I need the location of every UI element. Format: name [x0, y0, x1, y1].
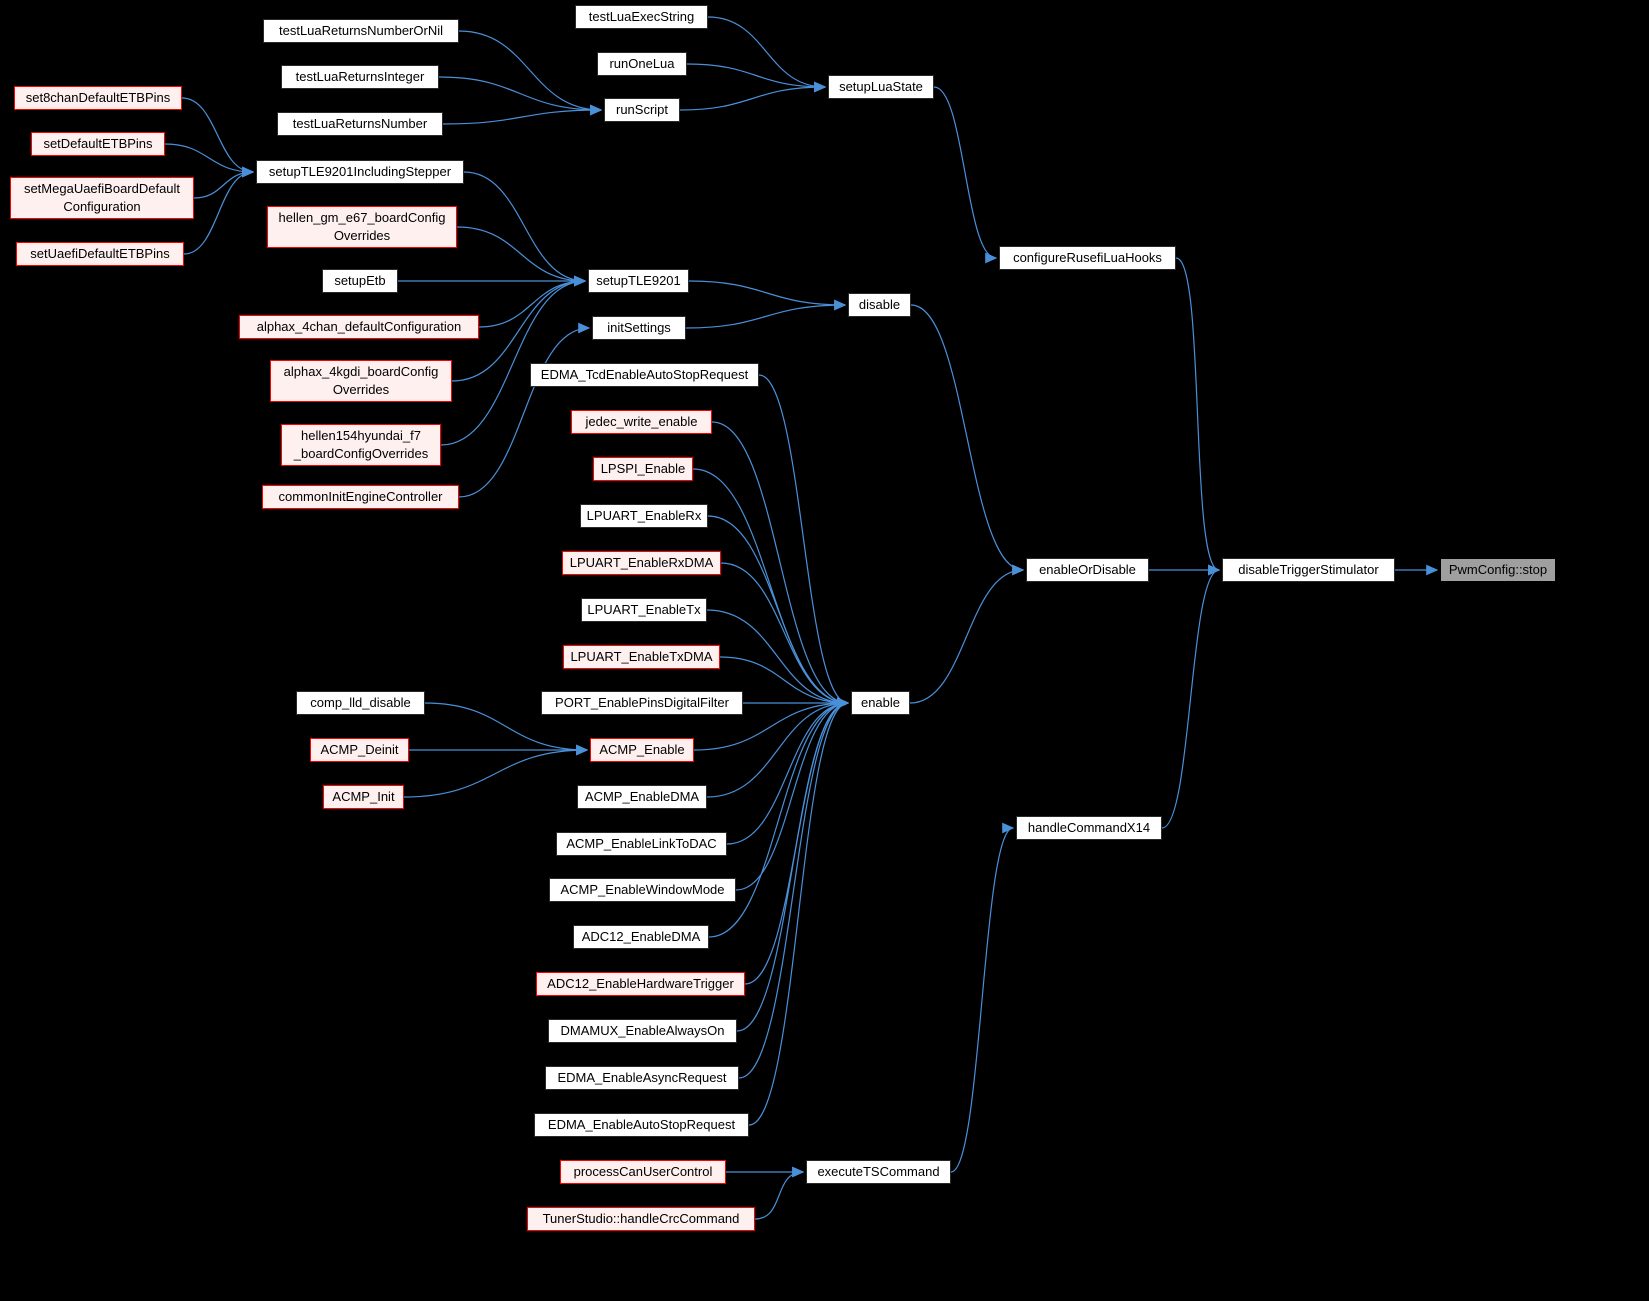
edge-ACMP_Enable-to-enable [693, 697, 850, 751]
node-commonInitEngineController[interactable]: commonInitEngineController [262, 485, 459, 509]
edge-EDMA_EnableAsyncRequest-to-enable [738, 697, 850, 1079]
node-comp_lld_disable[interactable]: comp_lld_disable [296, 691, 425, 715]
edge-setupLuaState-to-configureRusefiLuaHooks [933, 86, 998, 264]
edge-comp_lld_disable-to-ACMP_Enable [424, 702, 589, 756]
edge-setupTLE9201IncludingStepper-to-setupTLE9201 [463, 171, 587, 287]
node-processCanUserControl[interactable]: processCanUserControl [560, 1160, 726, 1184]
node-setupLuaState[interactable]: setupLuaState [828, 75, 934, 99]
node-ACMP_EnableDMA[interactable]: ACMP_EnableDMA [577, 785, 707, 809]
edge-setupTLE9201-to-disable [688, 280, 847, 311]
edge-initSettings-to-disable [685, 299, 847, 329]
node-disable[interactable]: disable [848, 293, 911, 317]
edge-LPUART_EnableRx-to-enable [707, 515, 850, 709]
node-setupEtb[interactable]: setupEtb [322, 269, 398, 293]
edge-setUaefiDefaultETBPins-to-setupTLE9201IncludingStepper [183, 166, 255, 255]
edge-LPUART_EnableTx-to-enable [706, 609, 850, 709]
edge-handleCommandX14-to-disableTriggerStimulator [1161, 564, 1221, 829]
edge-set8chanDefaultETBPins-to-setupTLE9201IncludingStepper [181, 97, 255, 178]
node-enableOrDisable[interactable]: enableOrDisable [1026, 558, 1149, 582]
edge-commonInitEngineController-to-initSettings [458, 322, 591, 498]
edge-runOneLua-to-setupLuaState [686, 63, 827, 93]
node-hellen154hyundai_f7_boardConfigOverrides[interactable]: hellen154hyundai_f7 _boardConfigOverride… [281, 424, 441, 466]
node-alphax_4chan_defaultConfiguration[interactable]: alphax_4chan_defaultConfiguration [239, 315, 479, 339]
edge-hellen154hyundai_f7_boardConfigOverrides-to-setupTLE9201 [440, 275, 587, 446]
node-ACMP_Init[interactable]: ACMP_Init [323, 785, 404, 809]
edge-jedec_write_enable-to-enable [711, 421, 850, 709]
node-ACMP_Deinit[interactable]: ACMP_Deinit [310, 738, 409, 762]
edge-setDefaultETBPins-to-setupTLE9201IncludingStepper [164, 143, 255, 178]
node-runScript[interactable]: runScript [604, 98, 680, 122]
node-initSettings[interactable]: initSettings [592, 316, 686, 340]
node-hellen_gm_e67_boardConfigOverrides[interactable]: hellen_gm_e67_boardConfig Overrides [267, 206, 457, 248]
edge-EDMA_EnableAutoStopRequest-to-enable [748, 697, 850, 1126]
edge-testLuaReturnsInteger-to-runScript [438, 76, 603, 116]
node-setupTLE9201IncludingStepper[interactable]: setupTLE9201IncludingStepper [256, 160, 464, 184]
node-enable[interactable]: enable [851, 691, 910, 715]
edge-ACMP_Init-to-ACMP_Enable [403, 744, 589, 798]
node-testLuaReturnsInteger[interactable]: testLuaReturnsInteger [281, 65, 439, 89]
node-setMegaUaefiBoardDefaultConfiguration[interactable]: setMegaUaefiBoardDefault Configuration [10, 177, 194, 219]
edge-EDMA_TcdEnableAutoStopRequest-to-enable [758, 374, 850, 709]
node-executeTSCommand[interactable]: executeTSCommand [806, 1160, 951, 1184]
edge-DMAMUX_EnableAlwaysOn-to-enable [736, 697, 850, 1032]
edge-testLuaReturnsNumberOrNil-to-runScript [458, 30, 603, 116]
edge-alphax_4chan_defaultConfiguration-to-setupTLE9201 [478, 275, 587, 328]
node-LPSPI_Enable[interactable]: LPSPI_Enable [593, 457, 693, 481]
node-PORT_EnablePinsDigitalFilter[interactable]: PORT_EnablePinsDigitalFilter [541, 691, 743, 715]
node-EDMA_TcdEnableAutoStopRequest[interactable]: EDMA_TcdEnableAutoStopRequest [530, 363, 759, 387]
node-LPUART_EnableRxDMA[interactable]: LPUART_EnableRxDMA [562, 551, 721, 575]
edge-ACMP_EnableWindowMode-to-enable [735, 697, 850, 891]
edge-executeTSCommand-to-handleCommandX14 [950, 822, 1015, 1173]
node-TunerStudio-handleCrcCommand[interactable]: TunerStudio::handleCrcCommand [527, 1207, 755, 1231]
edge-setMegaUaefiBoardDefaultConfiguration-to-setupTLE9201IncludingStepper [193, 166, 255, 199]
edge-LPUART_EnableTxDMA-to-enable [719, 656, 850, 709]
node-LPUART_EnableRx[interactable]: LPUART_EnableRx [580, 504, 708, 528]
node-ADC12_EnableDMA[interactable]: ADC12_EnableDMA [573, 925, 709, 949]
node-alphax_4kgdi_boardConfigOverrides[interactable]: alphax_4kgdi_boardConfig Overrides [270, 360, 452, 402]
node-ACMP_Enable[interactable]: ACMP_Enable [590, 738, 694, 762]
node-set8chanDefaultETBPins[interactable]: set8chanDefaultETBPins [14, 86, 182, 110]
node-EDMA_EnableAsyncRequest[interactable]: EDMA_EnableAsyncRequest [545, 1066, 739, 1090]
node-testLuaReturnsNumberOrNil[interactable]: testLuaReturnsNumberOrNil [263, 19, 459, 43]
node-DMAMUX_EnableAlwaysOn[interactable]: DMAMUX_EnableAlwaysOn [548, 1019, 737, 1043]
node-ADC12_EnableHardwareTrigger[interactable]: ADC12_EnableHardwareTrigger [536, 972, 745, 996]
node-setupTLE9201[interactable]: setupTLE9201 [588, 269, 689, 293]
edge-enable-to-enableOrDisable [909, 564, 1025, 704]
node-handleCommandX14[interactable]: handleCommandX14 [1016, 816, 1162, 840]
edge-ADC12_EnableDMA-to-enable [708, 697, 850, 938]
edge-LPUART_EnableRxDMA-to-enable [720, 562, 850, 709]
edge-testLuaReturnsNumber-to-runScript [442, 104, 603, 125]
edge-ACMP_EnableDMA-to-enable [706, 697, 850, 798]
node-disableTriggerStimulator[interactable]: disableTriggerStimulator [1222, 558, 1395, 582]
node-setDefaultETBPins[interactable]: setDefaultETBPins [31, 132, 165, 156]
edge-disable-to-enableOrDisable [910, 304, 1025, 576]
node-ACMP_EnableWindowMode[interactable]: ACMP_EnableWindowMode [549, 878, 736, 902]
node-configureRusefiLuaHooks[interactable]: configureRusefiLuaHooks [999, 246, 1176, 270]
node-LPUART_EnableTxDMA[interactable]: LPUART_EnableTxDMA [563, 645, 720, 669]
node-setUaefiDefaultETBPins[interactable]: setUaefiDefaultETBPins [16, 242, 184, 266]
node-testLuaReturnsNumber[interactable]: testLuaReturnsNumber [277, 112, 443, 136]
edge-runScript-to-setupLuaState [679, 81, 827, 111]
node-PwmConfig-stop[interactable]: PwmConfig::stop [1440, 558, 1556, 582]
node-LPUART_EnableTx[interactable]: LPUART_EnableTx [581, 598, 707, 622]
edge-hellen_gm_e67_boardConfigOverrides-to-setupTLE9201 [456, 226, 587, 287]
node-runOneLua[interactable]: runOneLua [597, 52, 687, 76]
edge-ACMP_EnableLinkToDAC-to-enable [726, 697, 850, 845]
node-EDMA_EnableAutoStopRequest[interactable]: EDMA_EnableAutoStopRequest [534, 1113, 749, 1137]
edge-configureRusefiLuaHooks-to-disableTriggerStimulator [1175, 257, 1221, 576]
edge-testLuaExecString-to-setupLuaState [707, 16, 827, 93]
node-testLuaExecString[interactable]: testLuaExecString [575, 5, 708, 29]
edge-TunerStudio-handleCrcCommand-to-executeTSCommand [754, 1166, 805, 1220]
edge-alphax_4kgdi_boardConfigOverrides-to-setupTLE9201 [451, 275, 587, 382]
node-ACMP_EnableLinkToDAC[interactable]: ACMP_EnableLinkToDAC [556, 832, 727, 856]
node-jedec_write_enable[interactable]: jedec_write_enable [571, 410, 712, 434]
